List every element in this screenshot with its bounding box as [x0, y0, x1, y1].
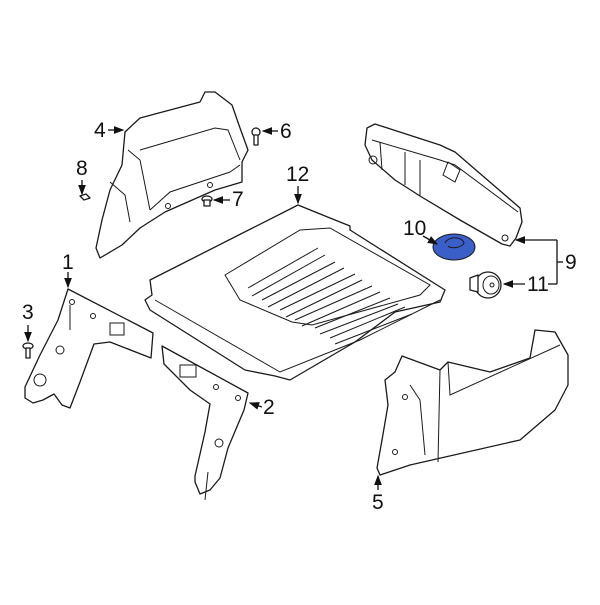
part-2-quarter-trim-lower-right[interactable] [161, 345, 249, 501]
part-11-plug[interactable] [469, 271, 502, 299]
part-9-rear-trim-panel[interactable] [364, 123, 523, 247]
callout-7: 7 [232, 188, 244, 211]
callout-10: 10 [403, 217, 427, 240]
callout-3: 3 [22, 301, 34, 324]
part-5-quarter-trim-right[interactable] [376, 329, 569, 476]
leader-lines [24, 126, 563, 490]
part-4-quarter-trim-upper[interactable] [95, 91, 249, 259]
part-3-bolt[interactable] [22, 342, 34, 359]
callout-9: 9 [565, 251, 577, 274]
part-1-quarter-trim-lower-left[interactable] [24, 288, 154, 409]
callout-12: 12 [286, 163, 310, 186]
callout-8: 8 [76, 157, 88, 180]
part-10-grommet-highlighted[interactable] [432, 233, 476, 261]
part-7-clip[interactable] [201, 195, 213, 207]
callout-1: 1 [62, 251, 74, 274]
part-12-floor-panel[interactable] [144, 204, 446, 381]
callout-6: 6 [280, 120, 292, 143]
callout-4: 4 [94, 119, 106, 142]
part-8-clip[interactable] [79, 193, 91, 201]
part-6-bolt[interactable] [251, 127, 261, 146]
callout-11: 11 [527, 273, 549, 296]
callout-5: 5 [372, 491, 384, 514]
callout-2: 2 [263, 396, 275, 419]
